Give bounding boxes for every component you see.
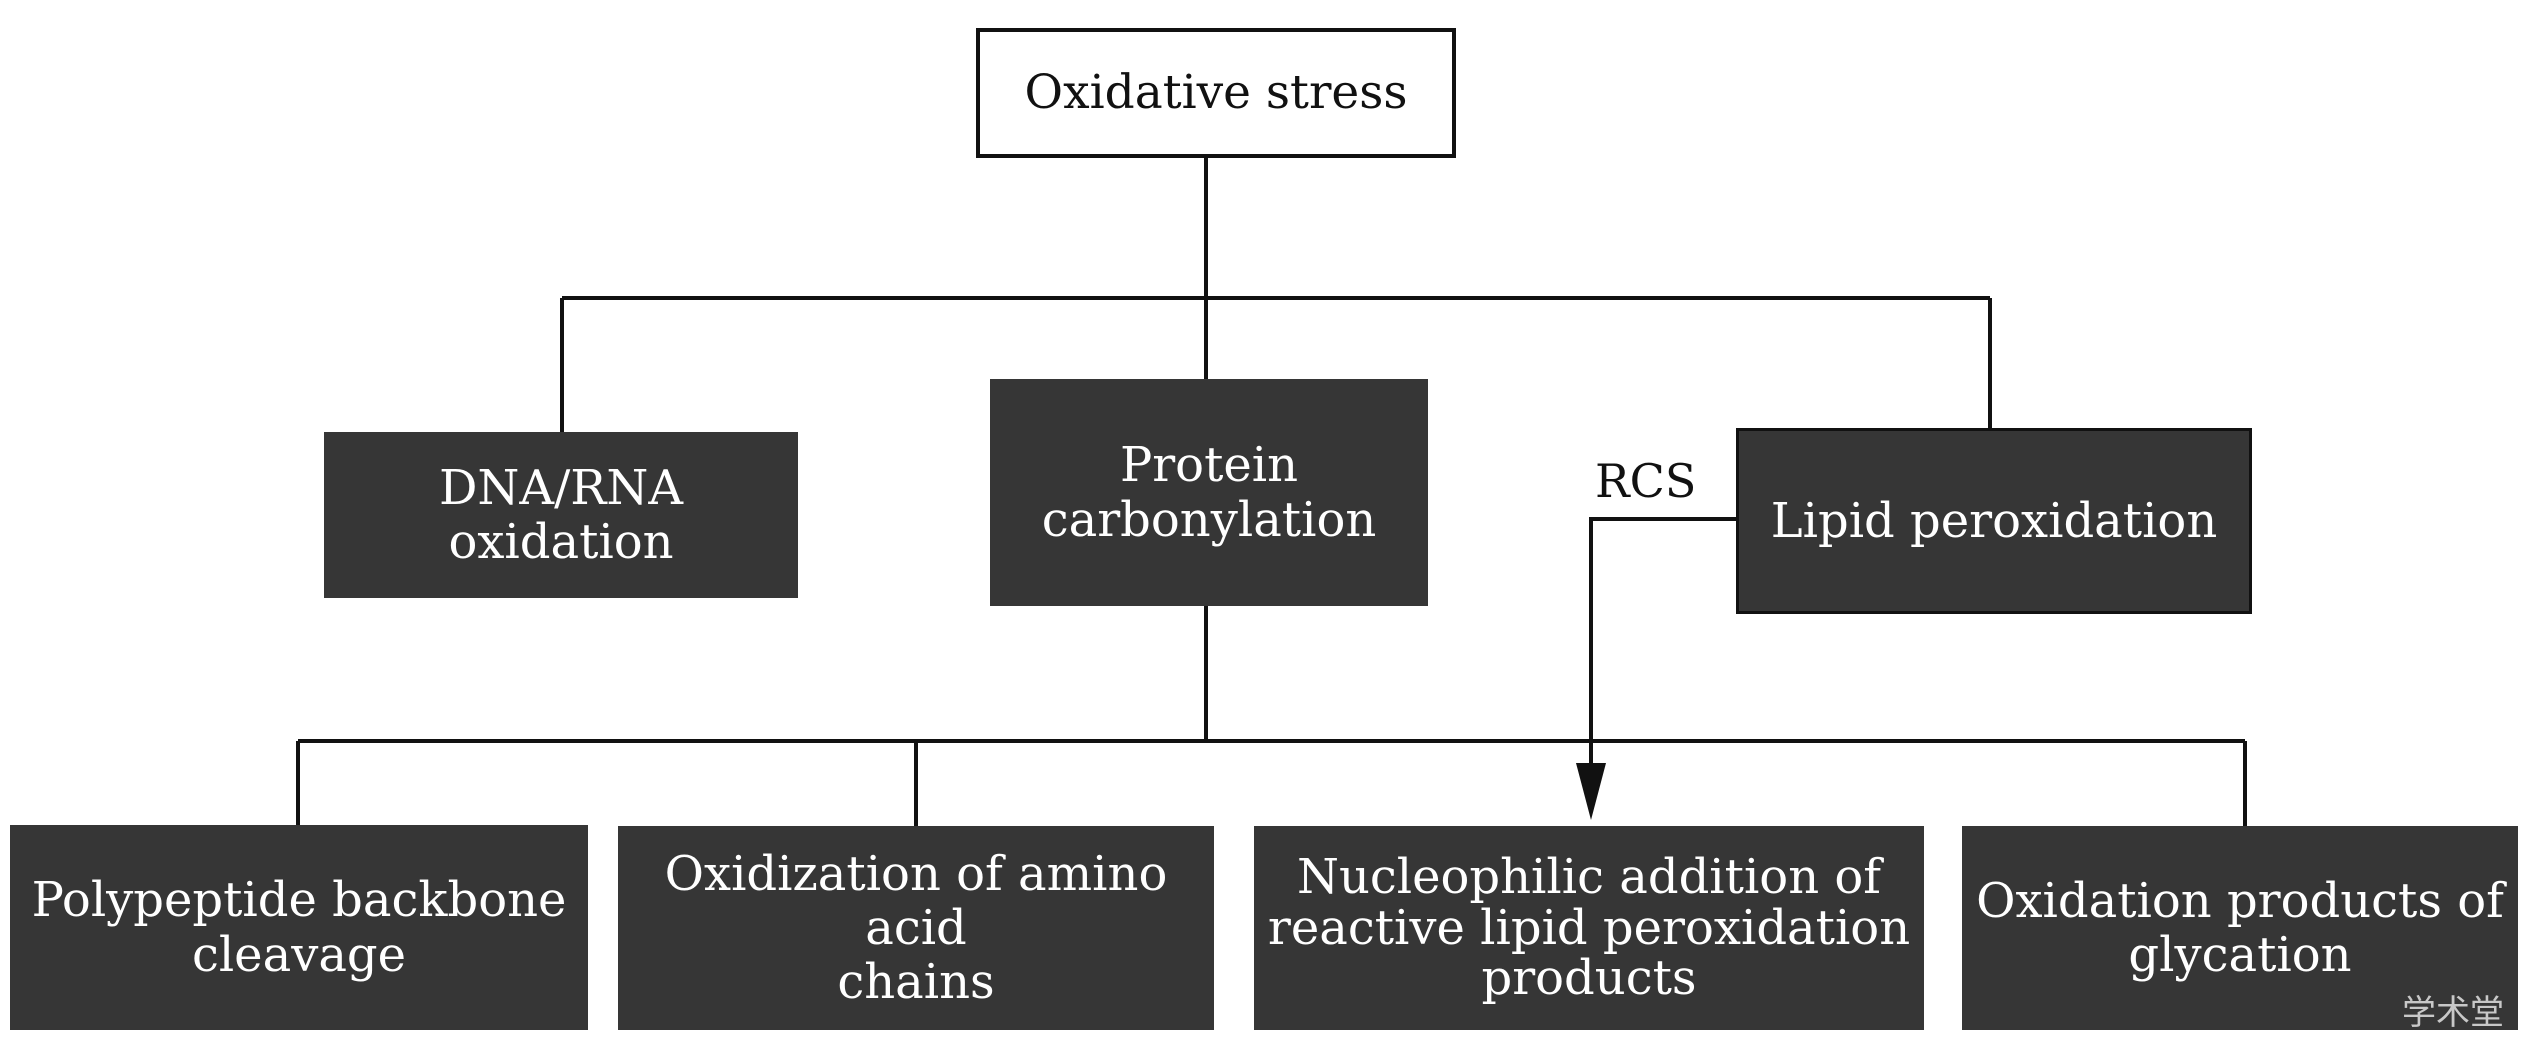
polypeptide-cleavage-node: Polypeptide backbone cleavage bbox=[10, 825, 588, 1030]
dna-rna-oxidation-node: DNA/RNA oxidation bbox=[324, 432, 798, 598]
rcs-edge-label: RCS bbox=[1595, 454, 1697, 508]
protein-carbonylation-node: Protein carbonylation bbox=[990, 379, 1428, 606]
lipid-peroxidation-label: Lipid peroxidation bbox=[1770, 492, 2218, 549]
dna-rna-oxidation-label: DNA/RNA oxidation bbox=[438, 459, 684, 570]
polypeptide-cleavage-label: Polypeptide backbone cleavage bbox=[31, 872, 567, 983]
oxidative-stress-node: Oxidative stress bbox=[976, 28, 1456, 158]
amino-acid-oxidization-node: Oxidization of amino acid chains bbox=[618, 826, 1214, 1030]
glycation-products-label: Oxidation products of glycation bbox=[1976, 872, 2504, 983]
rcs-arrow-line bbox=[1589, 517, 1737, 765]
lipid-peroxidation-node: Lipid peroxidation bbox=[1736, 428, 2252, 614]
watermark-text: 学术堂 bbox=[2402, 993, 2504, 1033]
rcs-arrowhead bbox=[1576, 763, 1606, 820]
nucleophilic-addition-node: Nucleophilic addition of reactive lipid … bbox=[1254, 826, 1924, 1030]
nucleophilic-addition-label: Nucleophilic addition of reactive lipid … bbox=[1267, 849, 1911, 1007]
protein-carbonylation-label: Protein carbonylation bbox=[1041, 437, 1377, 548]
amino-acid-oxidization-label: Oxidization of amino acid chains bbox=[664, 845, 1168, 1011]
oxidative-stress-label: Oxidative stress bbox=[1024, 65, 1408, 121]
glycation-products-node: Oxidation products of glycation bbox=[1962, 826, 2518, 1030]
